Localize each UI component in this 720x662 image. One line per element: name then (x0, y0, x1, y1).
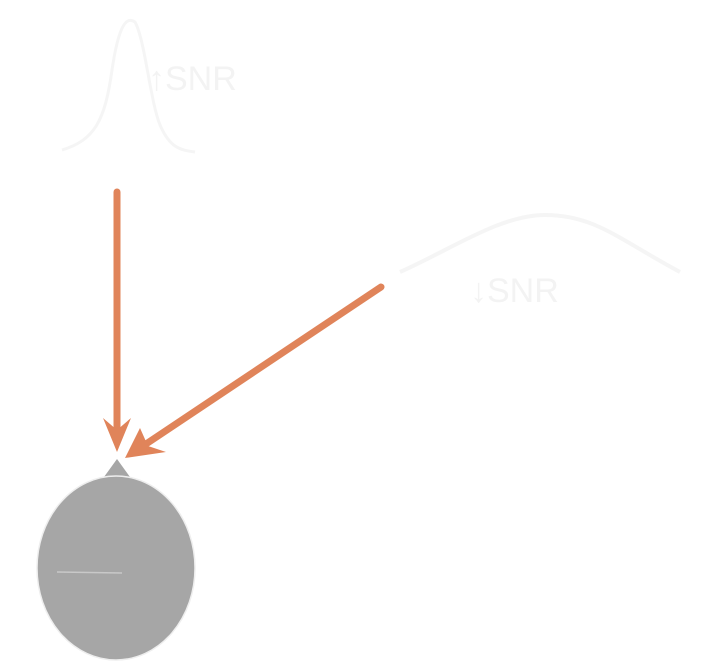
node-inner-line (56, 571, 123, 574)
low-snr-label: ↓SNR (470, 272, 559, 310)
narrow-peak-curve (61, 18, 196, 154)
gray-node-circle (36, 475, 196, 661)
node-pointer-triangle (104, 459, 130, 477)
high-snr-label: ↑SNR (148, 60, 237, 98)
diagonal-arrowhead (125, 428, 166, 458)
wide-peak-curve (399, 212, 681, 274)
vertical-arrowhead (103, 418, 131, 452)
diagonal-arrow-shaft (136, 283, 385, 452)
